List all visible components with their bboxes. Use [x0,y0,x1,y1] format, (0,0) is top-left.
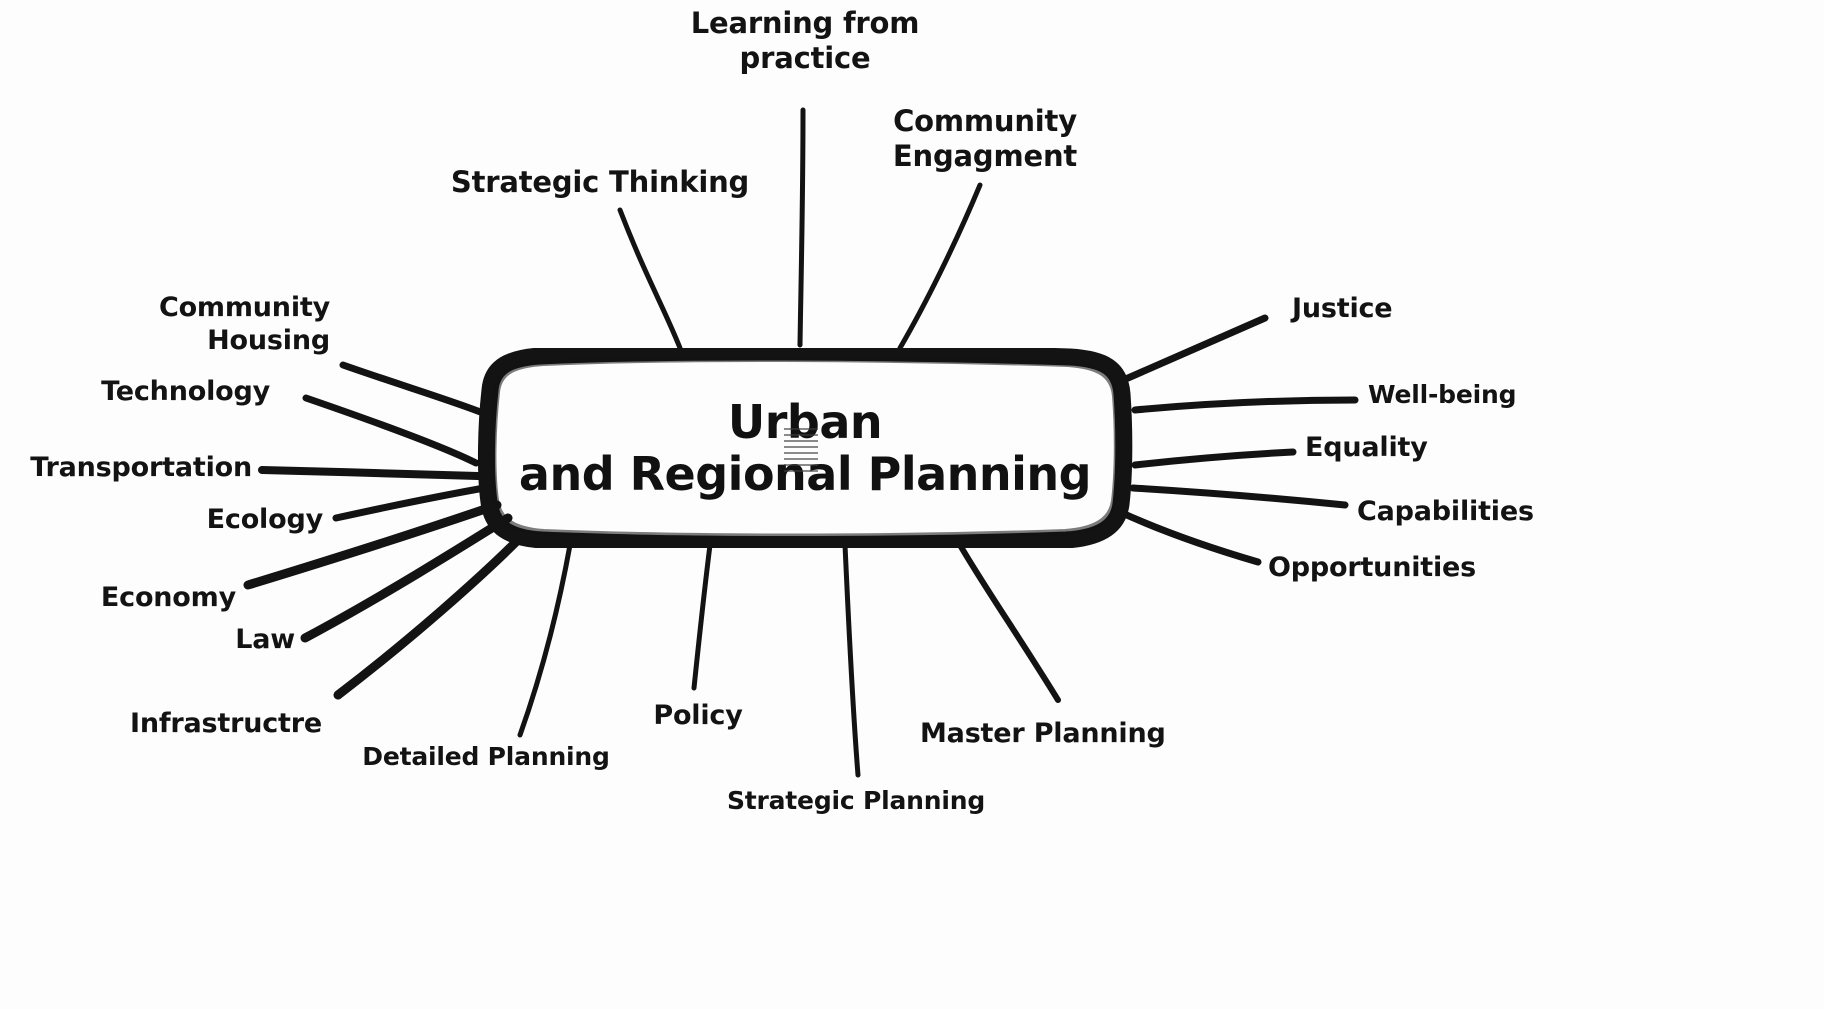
connector-economy [243,500,502,590]
connector-strategic-planning [842,542,861,778]
branch-label-equality[interactable]: Equality [1305,432,1428,463]
branch-label-policy[interactable]: Policy [653,700,743,731]
branch-label-community-housing[interactable]: Community Housing [158,292,330,356]
branch-label-economy[interactable]: Economy [100,582,236,613]
branch-label-strategic-planning[interactable]: Strategic Planning [726,786,986,815]
connector-capabilities [1129,484,1349,509]
connector-community-engagment [897,182,983,351]
scan-artifact-texture [784,428,818,474]
connector-learning-from-practice [797,107,806,348]
connector-well-being [1131,396,1359,414]
branch-label-learning-from-practice[interactable]: Learning from practice [690,6,920,76]
branch-label-ecology[interactable]: Ecology [206,504,324,535]
connector-transportation [258,466,482,480]
connector-community-housing [339,361,487,417]
branch-label-opportunities[interactable]: Opportunities [1268,552,1477,583]
branch-label-justice[interactable]: Justice [1292,293,1393,324]
center-node: Urban and Regional Planning [470,348,1140,548]
branch-label-strategic-thinking[interactable]: Strategic Thinking [450,165,750,199]
branch-label-capabilities[interactable]: Capabilities [1357,496,1534,527]
branch-label-master-planning[interactable]: Master Planning [920,718,1166,749]
connector-master-planning [957,542,1061,703]
branch-label-detailed-planning[interactable]: Detailed Planning [362,742,610,771]
connector-technology [302,394,480,467]
connector-justice [1124,314,1269,382]
connector-detailed-planning [517,542,573,738]
branch-label-infrastructre[interactable]: Infrastructre [129,708,322,739]
branch-label-transportation[interactable]: Transportation [30,452,252,483]
branch-label-community-engagment[interactable]: Community Engagment [892,104,1078,174]
connector-opportunities [1116,508,1262,566]
branch-label-law[interactable]: Law [235,624,295,655]
connector-infrastructre [333,533,525,700]
center-node-outline [477,348,1133,548]
connector-policy [691,542,713,691]
connector-equality [1131,448,1297,469]
connector-law [300,513,513,643]
connector-strategic-thinking [617,207,683,351]
branch-label-well-being[interactable]: Well-being [1368,380,1517,409]
branch-label-technology[interactable]: Technology [101,376,270,407]
connector-ecology [332,483,494,522]
